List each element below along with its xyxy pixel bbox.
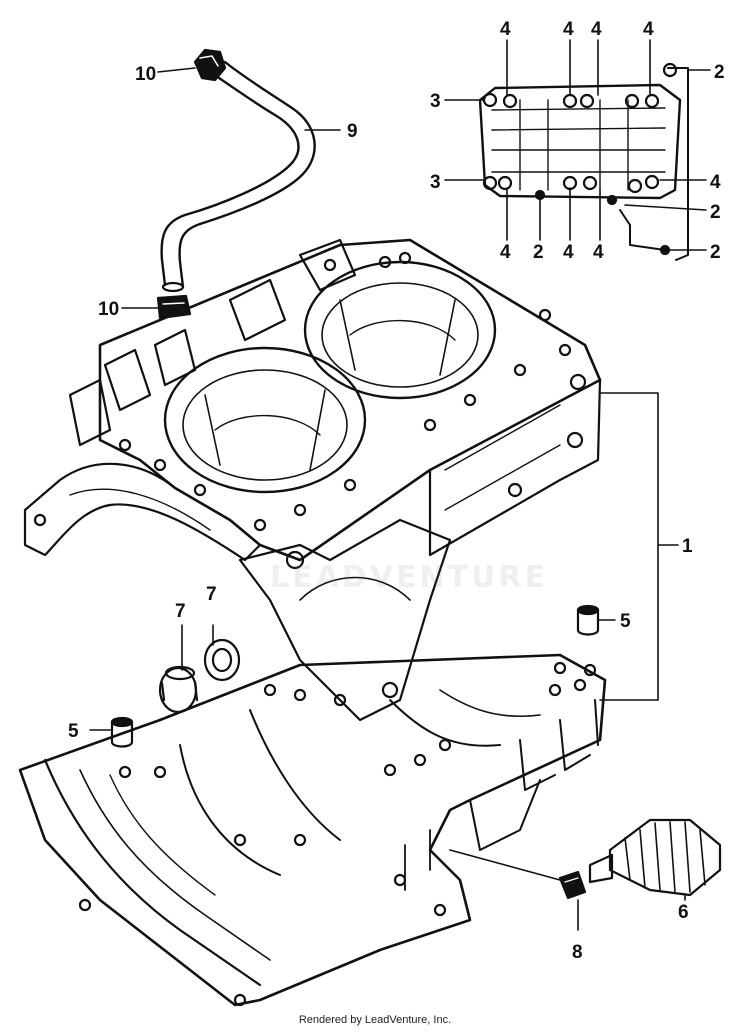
callout-4-right: 4 <box>710 172 721 193</box>
crankcase-cover-plate <box>478 62 689 261</box>
leadventure-watermark: LEADVENTURE <box>270 560 548 595</box>
callout-labels: 10 9 10 4 4 4 4 2 3 3 4 2 4 2 4 4 2 1 5 … <box>68 19 725 963</box>
callout-10-bottom: 10 <box>98 299 119 320</box>
lower-crankcase <box>18 653 607 1007</box>
footer-credit: Rendered by LeadVenture, Inc. <box>298 1014 452 1026</box>
callout-1: 1 <box>682 536 693 557</box>
hose-clamp-top <box>193 48 227 82</box>
callout-2-bottom-right: 2 <box>710 242 721 263</box>
callout-2-bottom-left: 2 <box>533 242 544 263</box>
callout-4-top-2: 4 <box>563 19 574 40</box>
crank-seal-left <box>158 665 199 714</box>
upper-crankcase <box>23 238 602 722</box>
leader-lines <box>89 39 711 931</box>
breather-filter <box>588 818 722 897</box>
dowel-pin-left <box>110 716 134 748</box>
callout-5-right: 5 <box>620 611 631 632</box>
callout-10-top: 10 <box>135 64 156 85</box>
callout-4-bottom-2: 4 <box>563 242 574 263</box>
callout-4-top-1: 4 <box>500 19 511 40</box>
callout-3-bottom: 3 <box>430 172 441 193</box>
callout-3-top: 3 <box>430 91 441 112</box>
callout-4-bottom-1: 4 <box>500 242 511 263</box>
dowel-pin-right <box>576 604 600 636</box>
callout-7-right: 7 <box>206 584 217 605</box>
breather-clip <box>449 849 587 900</box>
hose-clamp-bottom <box>156 294 192 320</box>
callout-4-top-3: 4 <box>591 19 602 40</box>
callout-5-left: 5 <box>68 721 79 742</box>
callout-9: 9 <box>347 121 358 142</box>
callout-4-bottom-3: 4 <box>593 242 604 263</box>
breather-hose <box>160 60 316 293</box>
crank-seal-right <box>203 638 241 682</box>
callout-2-top: 2 <box>714 62 725 83</box>
callout-7-left: 7 <box>175 601 186 622</box>
callout-4-top-4: 4 <box>643 19 654 40</box>
callout-6: 6 <box>678 902 689 923</box>
callout-8: 8 <box>572 942 583 963</box>
callout-2-middle: 2 <box>710 202 721 223</box>
